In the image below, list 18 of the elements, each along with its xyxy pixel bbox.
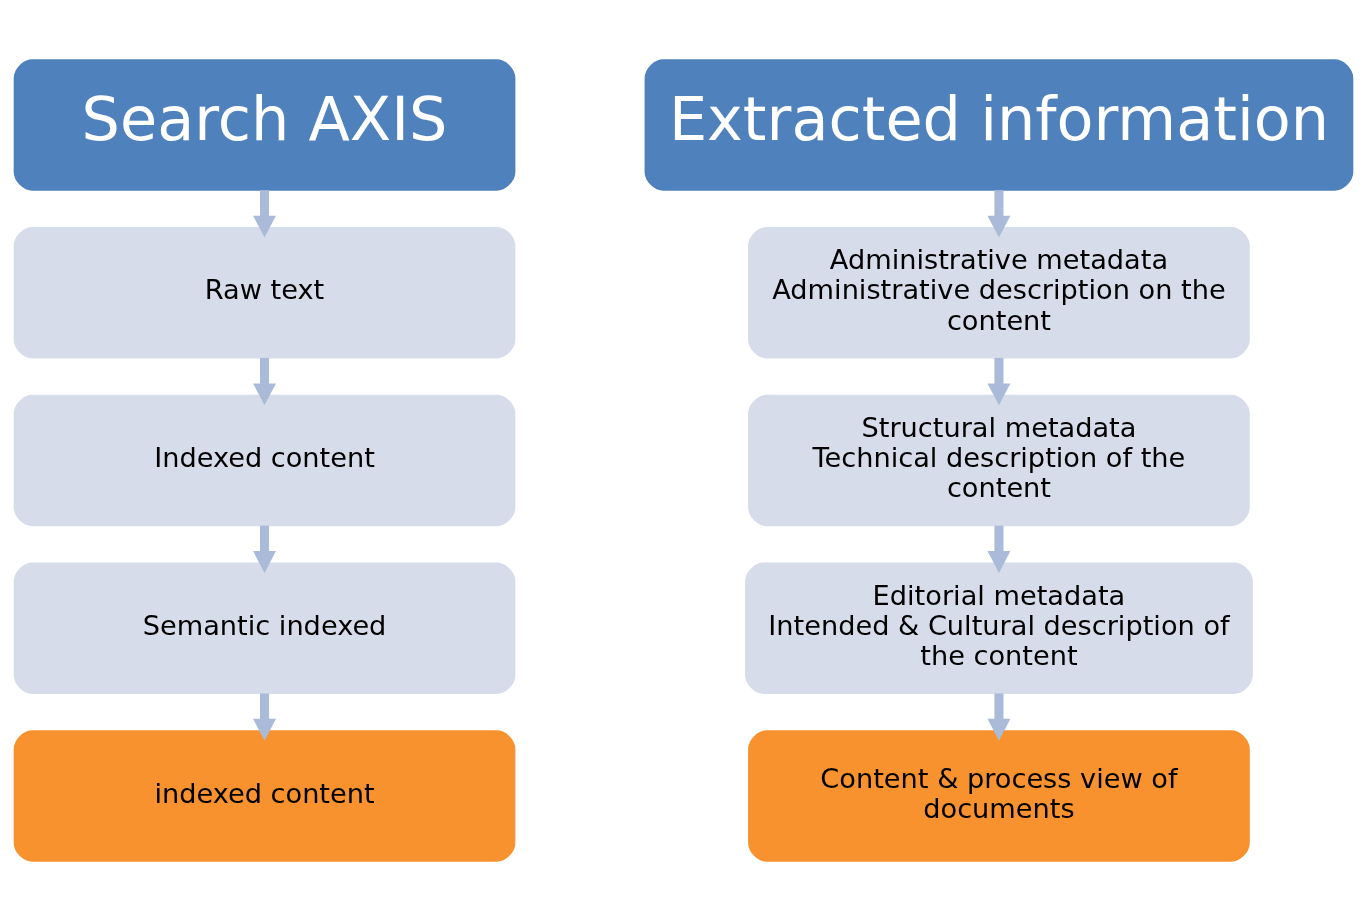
arrow — [253, 357, 277, 406]
node-box: Content & process view of documents — [748, 730, 1250, 862]
node-box: Raw text — [13, 227, 516, 359]
arrow — [253, 190, 277, 238]
arrow — [987, 190, 1011, 238]
node-box: Indexed content — [13, 394, 516, 527]
node-box: Editorial metadata Intended & Cultural description of the content — [745, 562, 1253, 694]
node-box: Search AXIS — [13, 59, 516, 191]
arrow — [987, 693, 1011, 741]
node-box: Extracted information — [644, 59, 1354, 191]
node-box: Semantic indexed — [13, 562, 516, 694]
arrow — [987, 357, 1011, 406]
arrow — [253, 525, 277, 573]
arrow — [987, 525, 1011, 573]
node-box: Administrative metadata Administrative description on the content — [748, 227, 1250, 359]
arrow — [253, 693, 277, 741]
node-box: indexed content — [13, 730, 516, 862]
node-box: Structural metadata Technical description of the content — [748, 394, 1250, 527]
